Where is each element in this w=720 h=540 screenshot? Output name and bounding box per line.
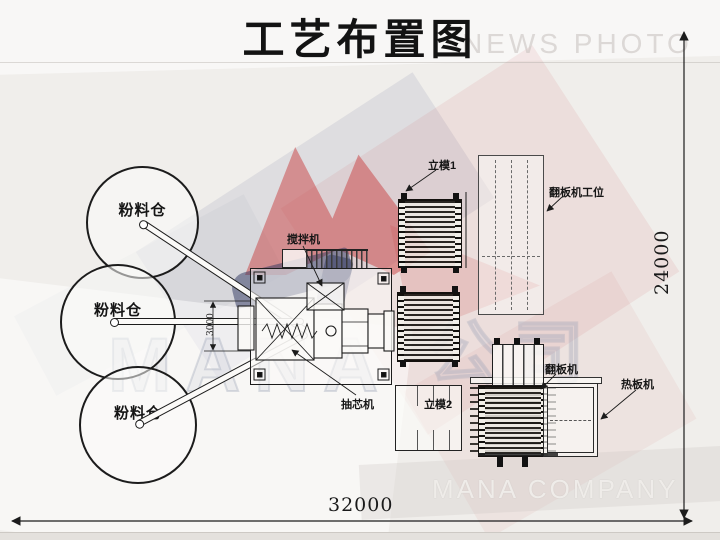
control-cabin — [282, 249, 307, 268]
height-dimension: 24000 — [636, 229, 696, 332]
mixer-label: 搅拌机 — [287, 234, 320, 246]
powder-silo-label: 粉料仓 — [93, 301, 142, 319]
core-puller-label: 抽芯机 — [341, 399, 374, 411]
mold-post — [400, 286, 406, 293]
flipper-mold-block — [478, 385, 548, 457]
mold2-label: 立模2 — [424, 399, 453, 411]
mold-post — [453, 266, 459, 273]
inner-dimension: 3000 — [186, 306, 236, 346]
flipper-post — [494, 338, 500, 345]
mold-post — [401, 193, 407, 200]
screw-conveyor-2 — [110, 318, 304, 327]
flipper-post — [514, 338, 520, 345]
dashed-line — [482, 255, 540, 257]
platform-railing — [306, 249, 368, 268]
hot-plate-label: 热板机 — [621, 379, 654, 391]
inner-dimension-value: 3000 — [206, 313, 216, 336]
mold-lines — [402, 386, 455, 406]
dashed-line — [495, 160, 496, 310]
mold-post — [452, 360, 458, 367]
mold-post — [453, 193, 459, 200]
flipper-foot — [522, 455, 528, 467]
flipper-label: 翻板机 — [545, 364, 578, 376]
mold-post — [452, 286, 458, 293]
powder-silo-label: 粉料仓 — [118, 202, 167, 219]
flipper-foot — [497, 455, 503, 467]
page-title: 工艺布置图 — [242, 16, 478, 63]
mold-post — [401, 266, 407, 273]
vertical-mold-block — [397, 292, 460, 362]
flipper-base-rail — [478, 453, 558, 456]
width-dimension: 32000 — [328, 494, 394, 516]
vertical-mold-2-box — [395, 385, 462, 451]
dashed-line — [527, 160, 528, 310]
vertical-mold-1-block — [398, 199, 462, 268]
mold1-label: 立模1 — [428, 160, 457, 172]
flip-station-outline — [478, 155, 544, 315]
flipper-frame — [492, 344, 544, 386]
height-dimension-value: 24000 — [651, 229, 673, 295]
flip-station-label: 翻板机工位 — [549, 187, 604, 199]
mixer-base-plate — [250, 268, 392, 385]
watermark-mana-company: MANA COMPANY — [432, 474, 679, 504]
flipper-post — [534, 338, 540, 345]
dashed-line — [511, 160, 512, 310]
photo-frame-edge — [0, 532, 720, 540]
mold-lines — [402, 430, 455, 450]
mold-post — [400, 360, 406, 367]
hot-plate-machine-box — [543, 383, 598, 457]
